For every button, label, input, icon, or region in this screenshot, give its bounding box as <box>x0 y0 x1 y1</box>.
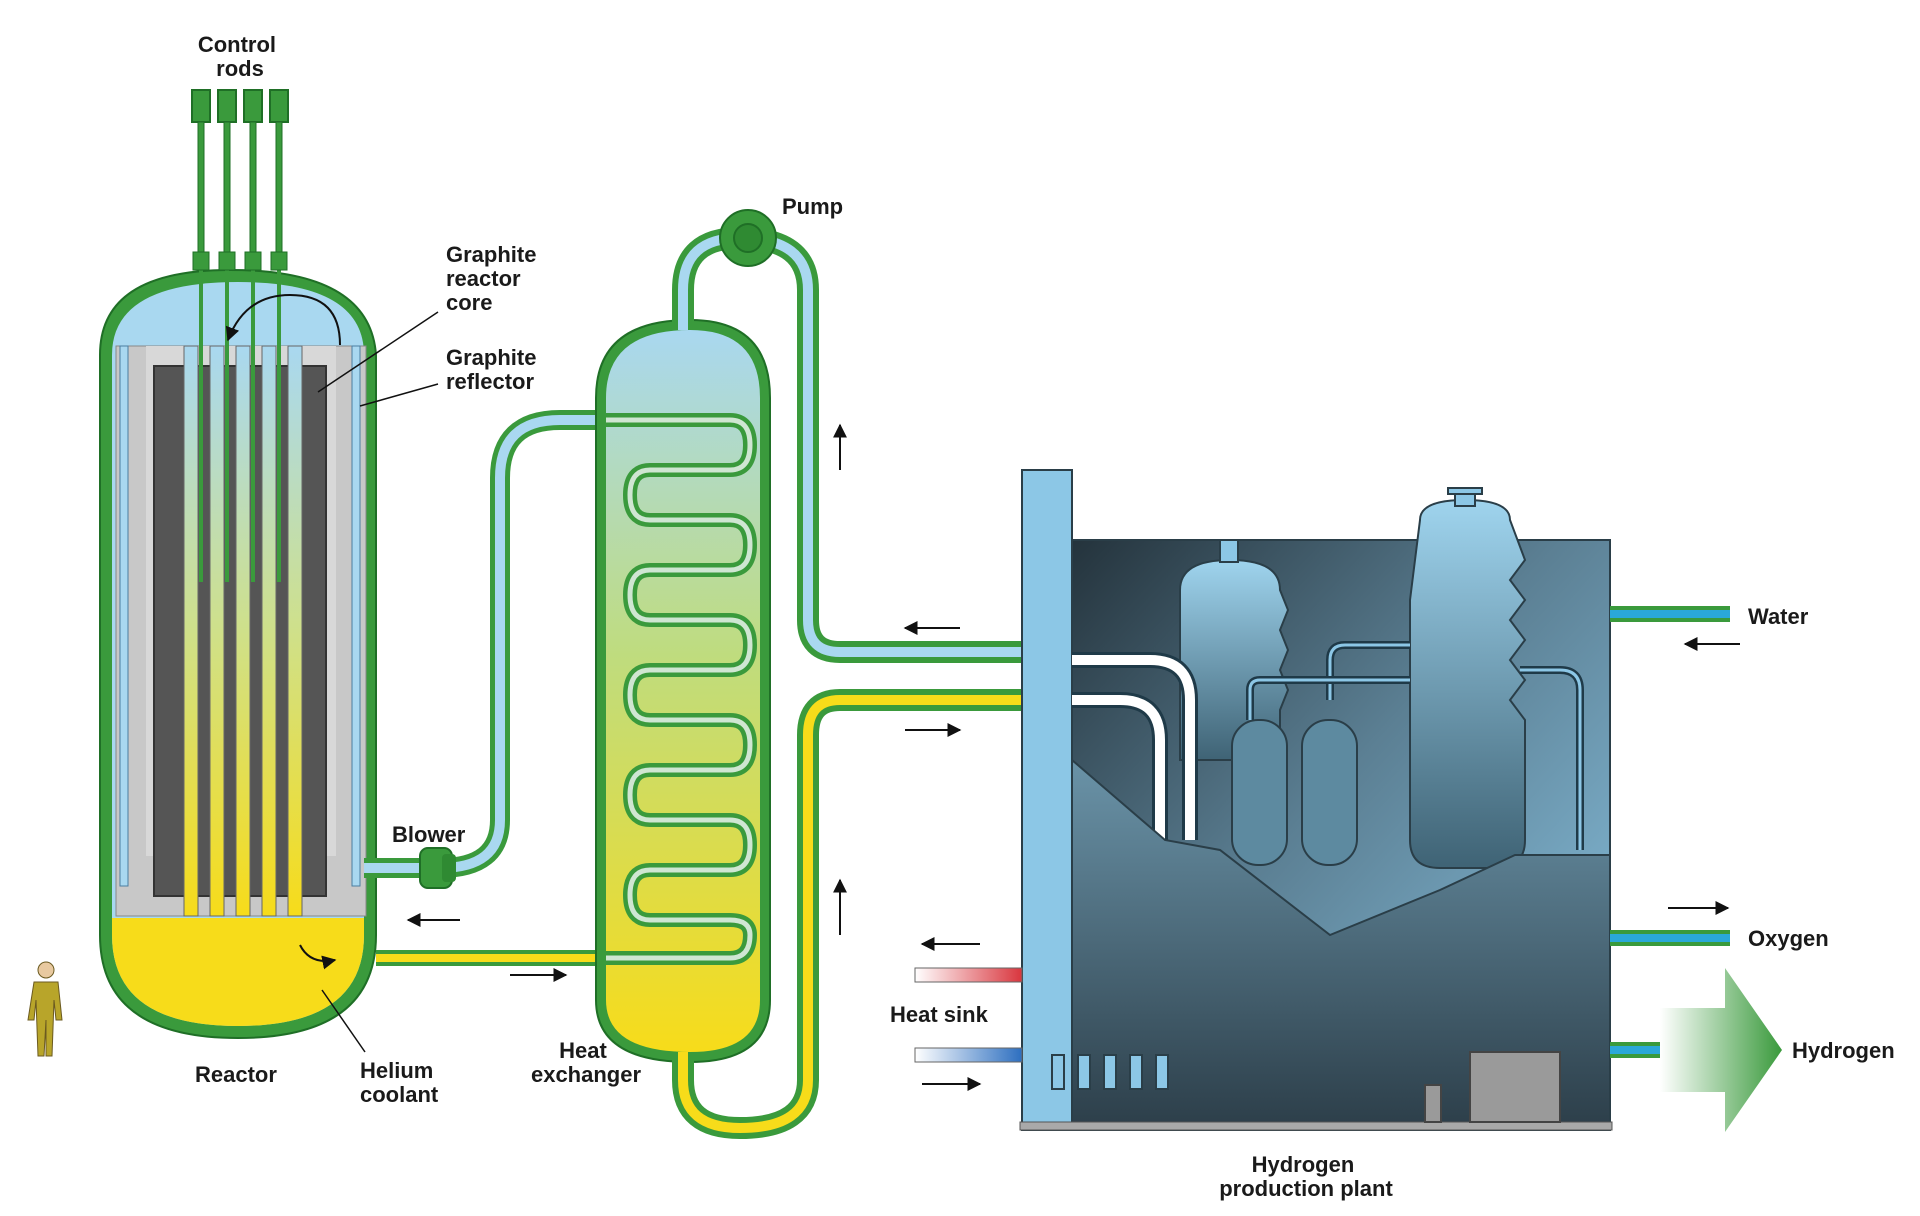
water-pipe <box>1610 606 1730 622</box>
heat-sink-pipes <box>914 967 1023 1063</box>
label-pump: Pump <box>782 194 843 219</box>
cold-helium-pipe <box>364 410 610 878</box>
label-graphite-core: Graphite reactor core <box>446 242 543 315</box>
hydrogen-plant <box>1019 469 1613 1131</box>
pump <box>719 209 777 267</box>
label-oxygen: Oxygen <box>1748 926 1829 951</box>
label-blower: Blower <box>392 822 466 847</box>
label-heat-exchanger: Heat exchanger <box>531 1038 641 1087</box>
label-graphite-reflector: Graphite reflector <box>446 345 543 394</box>
label-control-rods: Control rods <box>198 32 282 81</box>
reactor-vessel <box>99 89 377 1040</box>
oxygen-pipe <box>1610 930 1730 946</box>
heat-exchanger <box>595 318 771 1064</box>
hot-helium-pipe <box>376 950 606 966</box>
label-heat-sink: Heat sink <box>890 1002 989 1027</box>
label-hydrogen-plant: Hydrogen production plant <box>1219 1152 1393 1201</box>
person-figure <box>27 961 63 1057</box>
label-helium-coolant: Helium coolant <box>360 1058 439 1107</box>
hydrogen-arrow <box>1660 968 1782 1132</box>
secondary-loop-cold <box>672 226 1022 663</box>
label-hydrogen: Hydrogen <box>1792 1038 1895 1063</box>
secondary-loop-hot <box>672 689 1022 1140</box>
control-rod-drives <box>191 89 289 253</box>
blower <box>419 847 456 889</box>
label-water: Water <box>1748 604 1809 629</box>
label-reactor: Reactor <box>195 1062 277 1087</box>
